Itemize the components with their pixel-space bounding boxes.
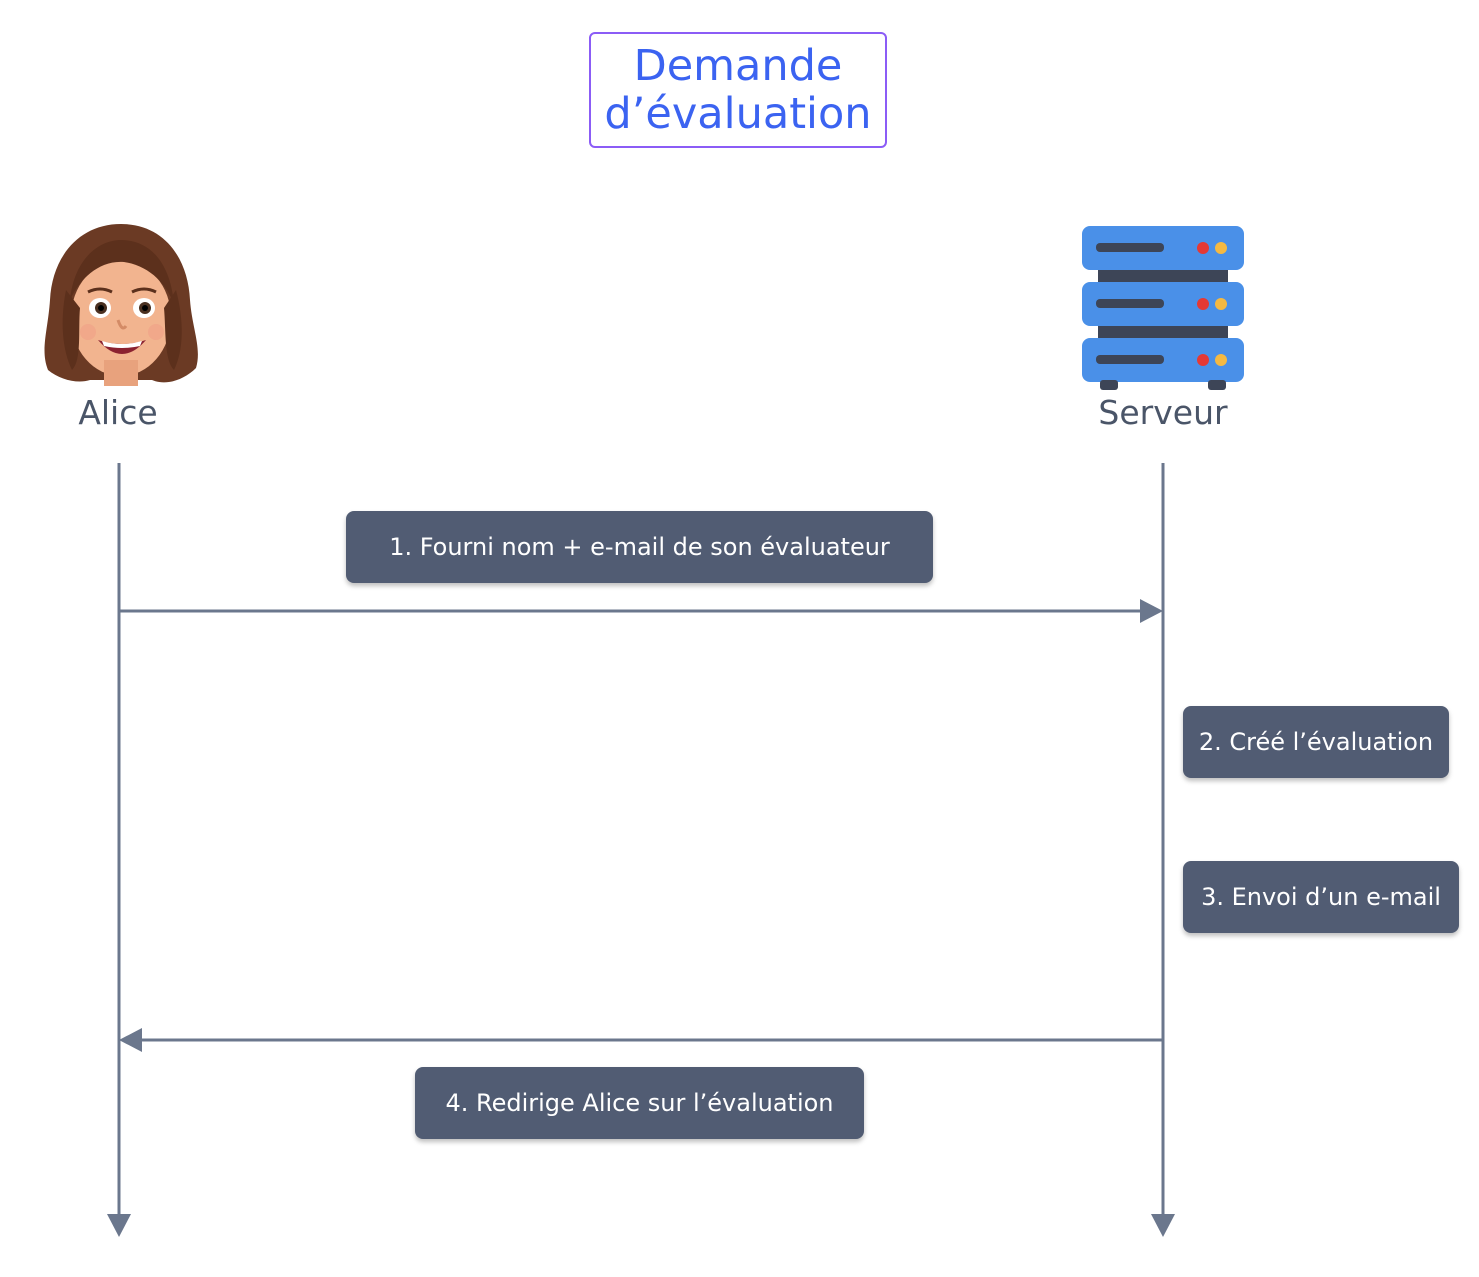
message-2-label: 2. Créé l’évaluation [1198,728,1434,756]
message-3-box: 3. Envoi d’un e-mail [1183,861,1459,933]
woman-avatar-icon [44,224,198,386]
message-1-box: 1. Fourni nom + e-mail de son évaluateur [346,511,933,583]
diagram-title: Demande d’évaluation [589,32,887,148]
message-1-label: 1. Fourni nom + e-mail de son évaluateur [389,533,890,561]
arrow-message-4-head [119,1028,142,1052]
server-rack-icon [1082,226,1244,390]
lifeline-server-arrowhead [1151,1214,1175,1237]
message-4-box: 4. Redirige Alice sur l’évaluation [415,1067,864,1139]
actor-label-alice: Alice [78,393,158,432]
message-2-box: 2. Créé l’évaluation [1183,706,1449,778]
message-4-label: 4. Redirige Alice sur l’évaluation [445,1089,834,1117]
lifeline-alice-arrowhead [107,1214,131,1237]
diagram-title-text: Demande d’évaluation [604,41,872,139]
actor-label-server: Serveur [1098,393,1228,432]
message-3-label: 3. Envoi d’un e-mail [1201,883,1441,911]
arrow-message-1-head [1140,599,1163,623]
